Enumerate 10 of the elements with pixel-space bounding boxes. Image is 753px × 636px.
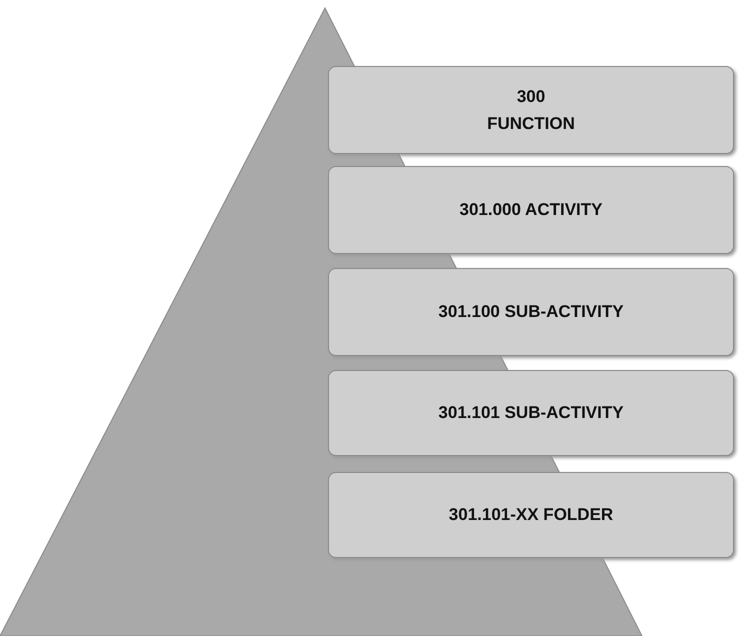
level-box: [328, 472, 734, 558]
level-box: [328, 370, 734, 456]
level-box: [328, 66, 734, 154]
level-label: 300 FUNCTION: [486, 86, 576, 135]
level-box: [328, 166, 734, 254]
level-label: 301.101-XX FOLDER: [448, 504, 614, 526]
level-label: 301.101 SUB-ACTIVITY: [438, 402, 624, 424]
level-label: 301.100 SUB-ACTIVITY: [438, 301, 624, 324]
level-label: 301.000 ACTIVITY: [460, 199, 602, 222]
level-box: [328, 268, 734, 356]
